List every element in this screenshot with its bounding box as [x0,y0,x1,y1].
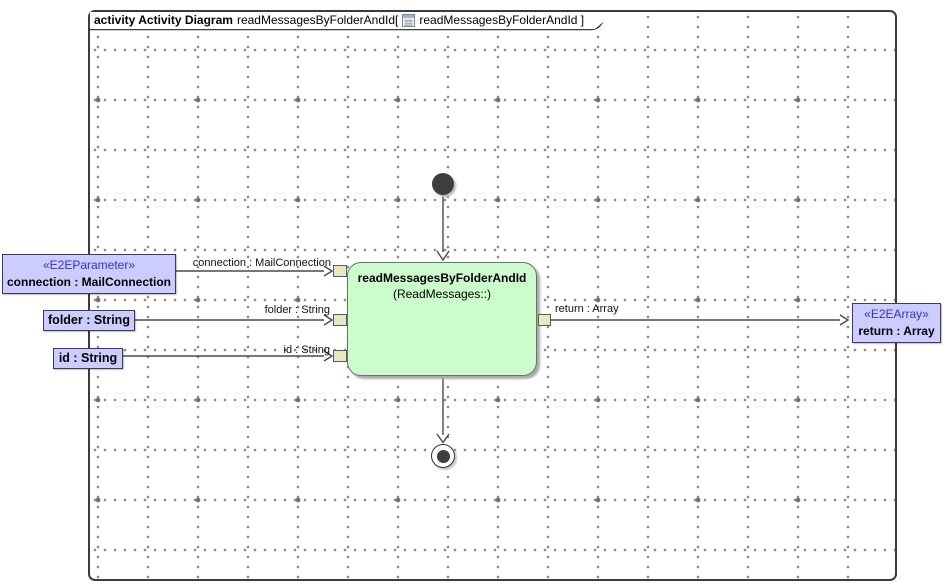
param-connection-box[interactable]: «E2EParameter» connection : MailConnecti… [2,254,176,294]
final-node-dot [436,449,450,463]
frame-title-keyword: activity Activity Diagram [94,13,233,27]
frame-title-tab[interactable]: activity Activity Diagram readMessagesBy… [90,12,607,29]
param-connection-stereotype: «E2EParameter» [42,258,136,272]
param-folder-box[interactable]: folder : String [43,310,135,331]
action-namespace: (ReadMessages::) [392,287,492,301]
final-node[interactable] [431,444,455,468]
param-id-box[interactable]: id : String [53,348,123,369]
action-name: readMessagesByFolderAndId [357,271,527,285]
frame-title-name: readMessagesByFolderAndId[ [236,13,399,27]
input-pin-folder[interactable] [333,314,347,326]
param-return-name: return : Array [858,324,935,338]
input-pin-id[interactable] [333,350,347,362]
edge-label-connection[interactable]: connection : MailConnection [192,257,331,269]
frame-title-context: readMessagesByFolderAndId ] [419,13,585,27]
param-return-stereotype: «E2EArray» [864,307,929,321]
initial-node[interactable] [432,173,454,195]
output-pin-return[interactable] [538,314,551,326]
edge-label-return[interactable]: return : Array [555,303,619,315]
param-return-box[interactable]: «E2EArray» return : Array [852,303,941,343]
param-connection-name: connection : MailConnection [7,275,171,289]
action-node[interactable]: readMessagesByFolderAndId (ReadMessages:… [347,262,537,376]
activity-diagram-icon [402,14,415,27]
edge-label-folder[interactable]: folder : String [264,304,330,316]
input-pin-connection[interactable] [333,265,347,277]
edge-label-id[interactable]: id : String [283,344,330,356]
